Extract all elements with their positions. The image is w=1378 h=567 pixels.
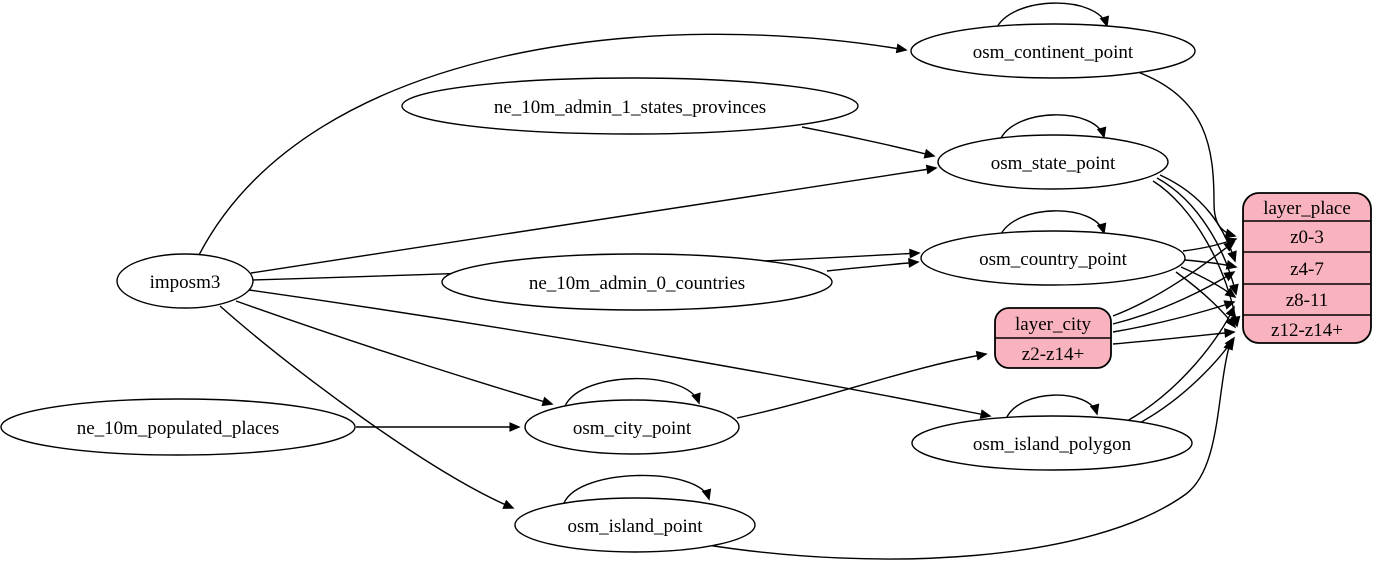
edge-osm_country_point-layer_place-z0-3 [1182, 237, 1238, 252]
layer_place-row-z8-11: z8-11 [1286, 290, 1329, 311]
node-ne_10m_populated_places: ne_10m_populated_places [0, 398, 356, 456]
layer_place-title: layer_place [1263, 198, 1351, 219]
osm_city_point-shape [524, 399, 740, 455]
edge-ne_10m_admin_0_countries-osm_country_point [826, 258, 920, 272]
osm_island_point-label: osm_island_point [567, 516, 703, 537]
osm_island_point-shape [514, 497, 756, 553]
self-loop-osm_state_point [999, 114, 1107, 141]
self-loop-osm_country_point [999, 210, 1107, 237]
ne_10m_admin_0_countries-label: ne_10m_admin_0_countries [529, 273, 745, 294]
node-imposm3: imposm3 [116, 253, 254, 309]
edge-osm_island_polygon-layer_place-z8-11 [1126, 305, 1235, 422]
edge-osm_country_point-layer_place-z4-7 [1184, 259, 1238, 270]
ne_10m_admin_0_countries-shape [441, 253, 833, 311]
osm_country_point-label: osm_country_point [979, 249, 1127, 270]
node-layer_place: layer_place z0-3 z4-7 z8-11 z12-z14+ [1242, 192, 1372, 344]
edge-layer_city-layer_place-z8-11 [1112, 300, 1236, 333]
node-ne_10m_admin_1_states_provinces: ne_10m_admin_1_states_provinces [401, 77, 859, 135]
node-osm_island_point: osm_island_point [514, 497, 756, 553]
ne_10m_admin_1_states_provinces-label: ne_10m_admin_1_states_provinces [494, 97, 766, 118]
ne_10m_populated_places-shape [0, 398, 356, 456]
edges [198, 2, 1241, 560]
imposm3-label: imposm3 [150, 272, 221, 293]
edge-imposm3-osm_island_point [219, 305, 515, 509]
osm_state_point-shape [937, 134, 1169, 190]
node-ne_10m_admin_0_countries: ne_10m_admin_0_countries [441, 253, 833, 311]
osm_continent_point-label: osm_continent_point [973, 42, 1134, 63]
self-loop-osm_island_point [563, 474, 712, 504]
edge-layer_city-layer_place-z4-7 [1112, 271, 1236, 325]
layer_place-row-z0-3: z0-3 [1290, 227, 1324, 248]
osm_state_point-label: osm_state_point [991, 153, 1116, 174]
node-layer_city: layer_city z2-z14+ [994, 307, 1112, 369]
edge-layer_city-layer_place-z0-3 [1112, 240, 1236, 317]
ne_10m_populated_places-label: ne_10m_populated_places [77, 418, 280, 439]
edge-imposm3-osm_city_point [235, 300, 554, 407]
edge-osm_country_point-layer_place-z12-z14 [1175, 271, 1236, 329]
layer_city-row-z2-z14: z2-z14+ [1022, 344, 1084, 365]
edge-osm_island_point-layer_place-z12-z14 [700, 338, 1233, 560]
self-loop-osm_continent_point [995, 2, 1110, 30]
node-osm_city_point: osm_city_point [524, 399, 740, 455]
imposm3-shape [116, 253, 254, 309]
self-loop-osm_island_polygon [1005, 394, 1100, 420]
layer_city-title: layer_city [1015, 314, 1091, 335]
node-osm_state_point: osm_state_point [937, 134, 1169, 190]
osm_country_point-shape [920, 230, 1186, 286]
edge-ne_10m_admin_1_states_provinces-osm_state_point [801, 126, 936, 159]
edge-layer_city-layer_place-z12-z14 [1112, 328, 1236, 345]
osm_continent_point-shape [910, 23, 1196, 79]
self-loop-osm_city_point [564, 377, 701, 407]
edge-imposm3-osm_state_point [250, 164, 938, 274]
layer_place-row-z4-7: z4-7 [1290, 259, 1324, 280]
layer_place-row-z12-z14: z12-z14+ [1271, 320, 1343, 341]
edge-imposm3-osm_continent_point [198, 33, 908, 256]
layer_place-shape [1242, 192, 1372, 344]
osm_island_polygon-label: osm_island_polygon [973, 434, 1132, 455]
node-osm_island_polygon: osm_island_polygon [911, 415, 1193, 471]
osm_island_polygon-shape [911, 415, 1193, 471]
edge-osm_city_point-layer_city-z2-z14 [736, 350, 988, 419]
edge-imposm3-osm_island_polygon [248, 289, 992, 419]
osm_city_point-label: osm_city_point [573, 418, 692, 439]
edge-osm_island_polygon-layer_place-z12-z14 [1133, 336, 1235, 427]
node-osm_continent_point: osm_continent_point [910, 23, 1196, 79]
ne_10m_admin_1_states_provinces-shape [401, 77, 859, 135]
node-osm_country_point: osm_country_point [920, 230, 1186, 286]
